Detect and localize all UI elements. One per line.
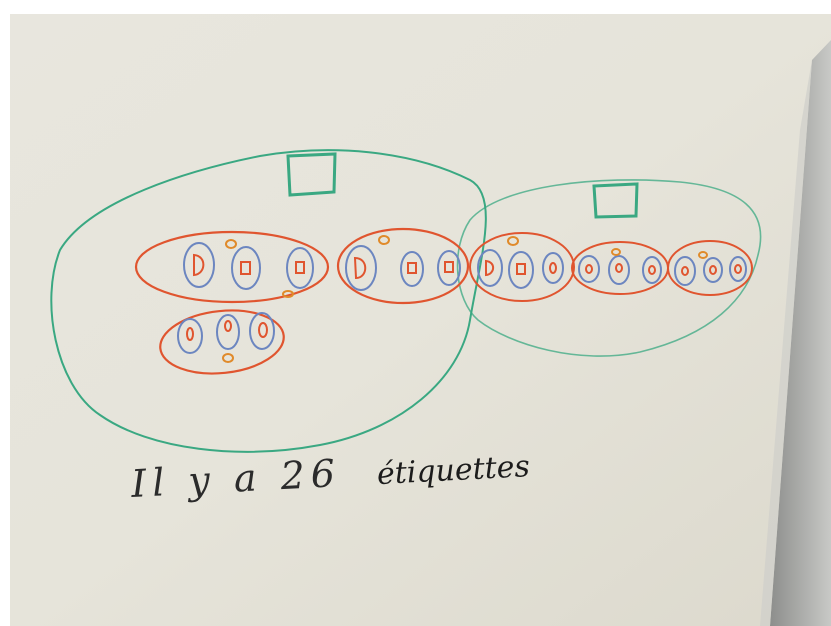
caption-word-a: a — [232, 455, 264, 501]
green-outline-left — [50, 149, 487, 453]
board-frame-shadow — [760, 60, 812, 626]
red-group-6 — [159, 309, 285, 375]
red-group-2 — [336, 227, 470, 305]
board-frame-edge — [770, 40, 831, 626]
caption-word-y: y — [187, 457, 217, 503]
caption-word-il: Il — [130, 459, 172, 506]
red-group-3 — [469, 232, 575, 302]
group-5-items — [674, 251, 747, 286]
caption-number: 26 — [279, 451, 342, 499]
red-group-5 — [667, 240, 753, 296]
green-square-left — [286, 152, 337, 197]
photo-border-top — [0, 0, 831, 14]
group-1-items — [183, 239, 314, 298]
caption-word-etiquettes: étiquettes — [376, 449, 531, 493]
green-outline-right — [456, 179, 762, 357]
photo-border-left — [0, 0, 10, 626]
group-6-items — [177, 312, 275, 363]
group-4-items — [578, 248, 662, 285]
group-3-items — [477, 236, 564, 289]
green-square-right — [592, 182, 639, 219]
group-2-items — [345, 235, 461, 291]
red-group-1 — [134, 230, 330, 304]
